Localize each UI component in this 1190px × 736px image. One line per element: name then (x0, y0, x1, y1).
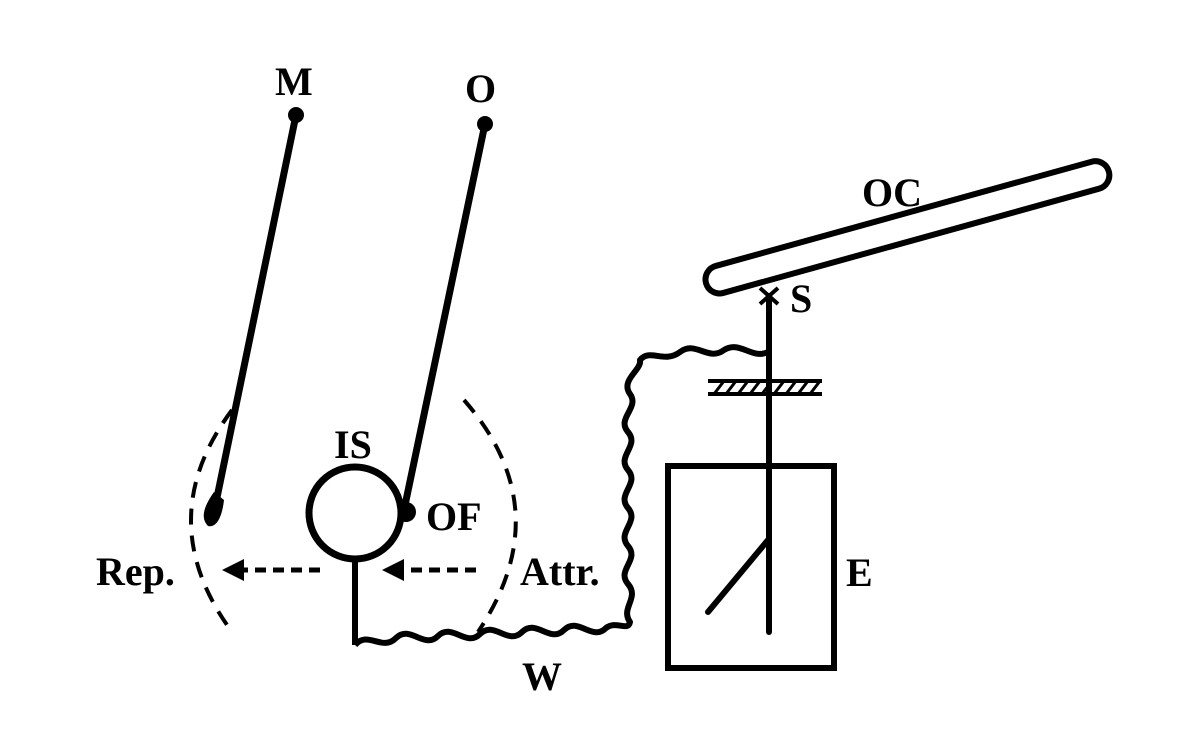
pendulum-o-string (400, 120, 489, 514)
pendulum-m-pivot (288, 107, 304, 123)
label-attr: Attr. (520, 549, 600, 594)
label-w: W (522, 654, 562, 699)
vessel-diagonal (705, 537, 771, 615)
attraction-arrow (382, 559, 476, 581)
repulsion-arc (189, 408, 234, 634)
pendulum-m-string (210, 111, 300, 516)
label-oc: OC (862, 170, 922, 215)
pendulum-o (396, 116, 493, 522)
pendulum-m (203, 107, 304, 527)
insulator-clamp (708, 379, 822, 396)
wire-w (352, 344, 770, 648)
attraction-arrowhead (382, 559, 404, 581)
label-rep: Rep. (96, 549, 175, 594)
label-is: IS (334, 422, 372, 467)
pendulum-m-bob (203, 492, 224, 527)
vessel-e (665, 463, 837, 671)
label-e: E (846, 550, 873, 595)
attraction-arc (462, 398, 518, 634)
label-m: M (275, 59, 313, 104)
label-of: OF (426, 494, 482, 539)
label-o: O (465, 66, 496, 111)
repulsion-arrow (222, 559, 320, 581)
pendulum-o-pivot (477, 116, 493, 132)
label-s: S (790, 276, 812, 321)
insulated-sphere (305, 463, 405, 563)
repulsion-arrowhead (222, 559, 244, 581)
collector-tube (702, 158, 1113, 297)
